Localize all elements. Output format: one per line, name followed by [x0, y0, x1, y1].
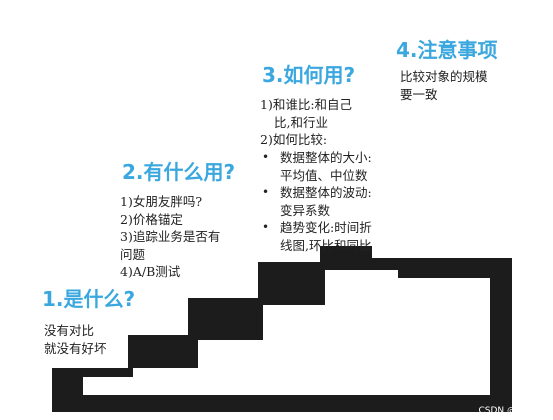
bullet-line: 线图,环比和同比	[280, 237, 372, 253]
step-1-line: 就没有好坏	[44, 340, 107, 356]
step-4-title: 4.注意事项	[396, 38, 498, 62]
step-2-line: 2)价格锚定	[120, 211, 183, 227]
bullet-item: 数据整体的波动: 变异系数	[260, 184, 372, 219]
bullet-item: 趋势变化:时间折 线图,环比和同比	[260, 219, 372, 254]
bullet-line: 数据整体的波动:	[280, 185, 372, 200]
step-1-title: 1.是什么?	[42, 287, 136, 311]
bullet-line: 变异系数	[280, 202, 331, 218]
step-3-line: 比,和行业	[274, 114, 328, 130]
bullet-item: 数据整体的大小: 平均值、中位数	[260, 149, 372, 184]
step-1-line: 没有对比	[44, 323, 95, 338]
step-2-line: 4)A/B测试	[120, 264, 181, 279]
step-2-line: 3)追踪业务是否有	[120, 229, 221, 244]
step-2-line: 问题	[120, 246, 146, 262]
step-3-bullet-list: 数据整体的大小: 平均值、中位数 数据整体的波动: 变异系数 趋势变化:时间折 …	[260, 149, 372, 254]
step-3-title: 3.如何用?	[262, 63, 356, 87]
staircase-outline	[52, 246, 512, 412]
step-3-line: 2)如何比较:	[260, 132, 328, 147]
step-2-text: 1)女朋友胖吗? 2)价格锚定 3)追踪业务是否有 问题 4)A/B测试	[120, 193, 220, 281]
step-2-title: 2.有什么用?	[122, 160, 236, 184]
step-4-text: 比较对象的规模 要一致	[400, 68, 488, 103]
step-2-line: 1)女朋友胖吗?	[120, 194, 203, 209]
watermark: CSDN @小嗯嗯	[478, 406, 543, 416]
bullet-line: 趋势变化:时间折	[280, 220, 372, 235]
step-3-line: 1)和谁比:和自己	[260, 97, 353, 112]
step-1-text: 没有对比 就没有好坏	[44, 322, 107, 357]
step-4-line: 比较对象的规模	[400, 69, 488, 84]
step-4-line: 要一致	[400, 86, 438, 102]
bullet-line: 平均值、中位数	[280, 167, 368, 183]
bullet-line: 数据整体的大小:	[280, 150, 372, 165]
step-3-text: 1)和谁比:和自己 比,和行业 2)如何比较:	[260, 96, 352, 149]
